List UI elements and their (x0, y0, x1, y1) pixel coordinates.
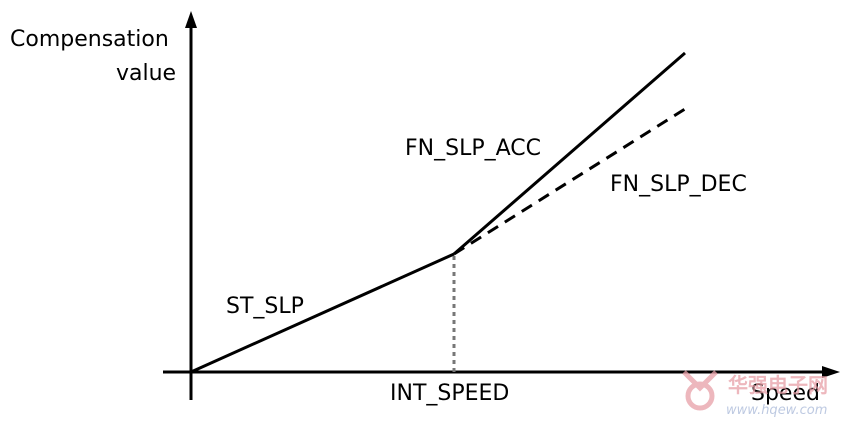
finish-slope-dec-line (453, 107, 686, 256)
breakpoint-label: INT_SPEED (390, 381, 509, 406)
watermark: 华强电子网 www.hqew.com (682, 370, 828, 418)
y-axis-label-line2: value (116, 61, 176, 86)
finish-slope-acc-label: FN_SLP_ACC (405, 136, 541, 161)
x-axis-label: Speed (751, 381, 820, 406)
watermark-text: 华强电子网 (728, 373, 828, 397)
x-axis-arrow (822, 366, 840, 378)
watermark-url: www.hqew.com (726, 403, 827, 418)
y-axis-arrow (185, 11, 197, 28)
finish-slope-acc-line (453, 51, 686, 256)
watermark-logo-icon (682, 370, 718, 411)
start-slope-label: ST_SLP (226, 294, 304, 319)
y-axis-label-line1: Compensation (10, 27, 169, 52)
finish-slope-dec-label: FN_SLP_DEC (610, 172, 747, 197)
start-slope-line (190, 252, 455, 374)
